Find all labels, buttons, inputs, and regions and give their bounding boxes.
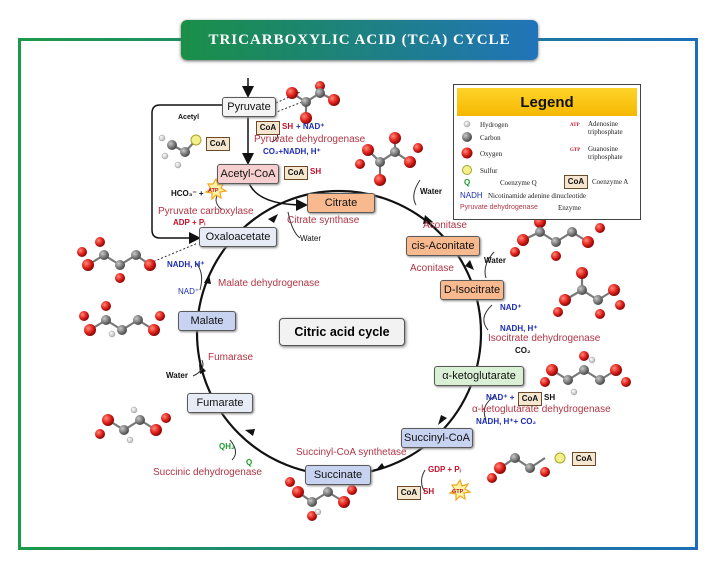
legend-heading: Legend [457,88,637,116]
nad-malate: NAD⁺ [178,287,200,296]
coa-tag-akg: CoA [518,392,542,406]
fumarate-label: Fumarate [196,397,244,409]
nad-plus-akg: NAD⁺ + [486,393,515,402]
coa-tag-pdh: CoA [256,121,280,135]
q-label: Q [246,458,253,467]
a-ketoglutarate-node: α-ketoglutarate [434,366,524,386]
co2-nadh-pdh: CO₂+NADH, H⁺ [263,147,321,156]
legend-sulfur: Sulfur [480,167,498,175]
enzyme-malate-dehydrogenase: Malate dehydrogenase [218,278,320,289]
water-aconitase-in: Water [420,187,442,196]
nad-isocitrate: NAD⁺ [500,303,522,312]
gtp-star-label: GTP [452,489,464,495]
d-isocitrate-label: D-Isocitrate [443,284,501,296]
nad-plus-pdh: + NAD⁺ [296,122,325,131]
a-ketoglutarate-label: α-ketoglutarate [442,370,516,382]
malate-node: Malate [178,311,236,331]
gdp-pi-label: GDP + Pᵢ [428,465,461,474]
nadh-co2-akg: NADH, H⁺+ CO₂ [476,417,537,426]
legend-carbon: Carbon [480,134,501,142]
enzyme-aconitase-1: Aconitase [423,220,467,231]
legend-nadh-symbol: NADH [460,191,483,200]
co2-isocitrate: CO₂ [515,346,531,355]
pyruvate-label: Pyruvate [227,101,271,113]
fumarate-node: Fumarate [187,393,253,413]
legend-hydrogen: Hydrogen [480,121,508,129]
cycle-center-label: Citric acid cycle [279,318,405,346]
pyruvate-node: Pyruvate [222,97,276,117]
oxaloacetate-label: Oxaloacetate [205,231,271,243]
hco3-label: HCO₃⁻ + [171,189,204,198]
coa-tag-succinyl: CoA [397,486,421,500]
succinyl-coa-label: Succinyl-CoA [403,432,471,444]
legend-enzyme-text: Enzyme [558,204,581,212]
cis-aconitate-label: cis-Aconitate [411,240,475,252]
acetyl-coa-node: Acetyl-CoA [217,164,279,184]
enzyme-isocitrate-dehydrogenase: Isocitrate dehydrogenase [488,333,601,344]
enzyme-akg-dehydrogenase: α-ketoglutarate dehydrogenase [472,404,611,415]
legend-swatches [461,120,473,175]
diagram-title: TRICARBOXYLIC ACID (TCA) CYCLE [181,20,538,60]
legend-atp-symbol: ATP [570,123,580,128]
sh-label-acetyl-coa: SH [310,167,322,176]
oxaloacetate-node: Oxaloacetate [199,227,277,247]
legend-gtp-symbol: GTP [570,148,581,153]
succinate-label: Succinate [313,469,363,481]
adp-pi-label: ADP + Pᵢ [173,218,206,227]
acetyl-label: Acetyl [178,114,200,121]
water-fumarase: Water [166,371,188,380]
coa-tag-succinyl-molecule: CoA [572,452,596,466]
legend-oxygen: Oxygen [480,150,503,158]
sh-label-akg: SH [544,393,556,402]
nadh-malate: NADH, H⁺ [167,260,205,269]
citrate-label: Citrate [324,197,358,209]
cis-aconitate-node: cis-Aconitate [406,236,480,256]
citrate-node: Citrate [307,193,375,213]
legend-coa-text: Coenzyme A [592,178,629,186]
enzyme-succinyl-coa-synthetase: Succinyl-CoA synthetase [296,447,407,458]
legend-nadh-text: Nicotinamide adenine dinucleotide [488,192,586,200]
water-aconitase-out: Water [484,256,506,265]
legend-enzyme-sample: Pyruvate dehydrogenase [460,204,538,211]
sh-label-succinyl: SH [423,487,435,496]
enzyme-fumarase: Fumarase [208,352,254,363]
water-citrate: Water [300,234,322,243]
d-isocitrate-node: D-Isocitrate [440,280,504,300]
legend-coenzyme-q: Coenzyme Q [500,179,537,187]
coa-tag-acetyl: CoA [206,137,230,151]
acetyl-coa-label: Acetyl-CoA [220,168,276,180]
nadh-isocitrate: NADH, H⁺ [500,324,538,333]
legend-panel: Legend Hydrogen Carbon Oxygen Sulfur Q C… [453,84,641,220]
legend-gtp-text: Guanosine triphosphate [588,145,623,161]
sh-label-pdh: SH [282,122,294,131]
legend-coa-symbol: CoA [564,175,588,189]
enzyme-pyruvate-dehydrogenase: Pyruvate dehydrogenase [254,134,366,145]
succinate-node: Succinate [305,465,371,485]
atp-star-label: ATP [208,188,219,194]
legend-atp-text: Adenosine triphosphate [588,120,623,136]
succinyl-coa-node: Succinyl-CoA [401,428,473,448]
coa-tag-acetyl-coa: CoA [284,166,308,180]
enzyme-aconitase-2: Aconitase [410,263,454,274]
enzyme-pyruvate-carboxylase: Pyruvate carboxylase [158,206,254,217]
qh2-label: QH₂ [219,442,235,451]
enzyme-citrate-synthase: Citrate synthase [287,215,360,226]
enzyme-succinic-dehydrogenase: Succinic dehydrogenase [153,467,262,478]
malate-label: Malate [190,315,224,327]
legend-q-symbol: Q [464,178,471,187]
